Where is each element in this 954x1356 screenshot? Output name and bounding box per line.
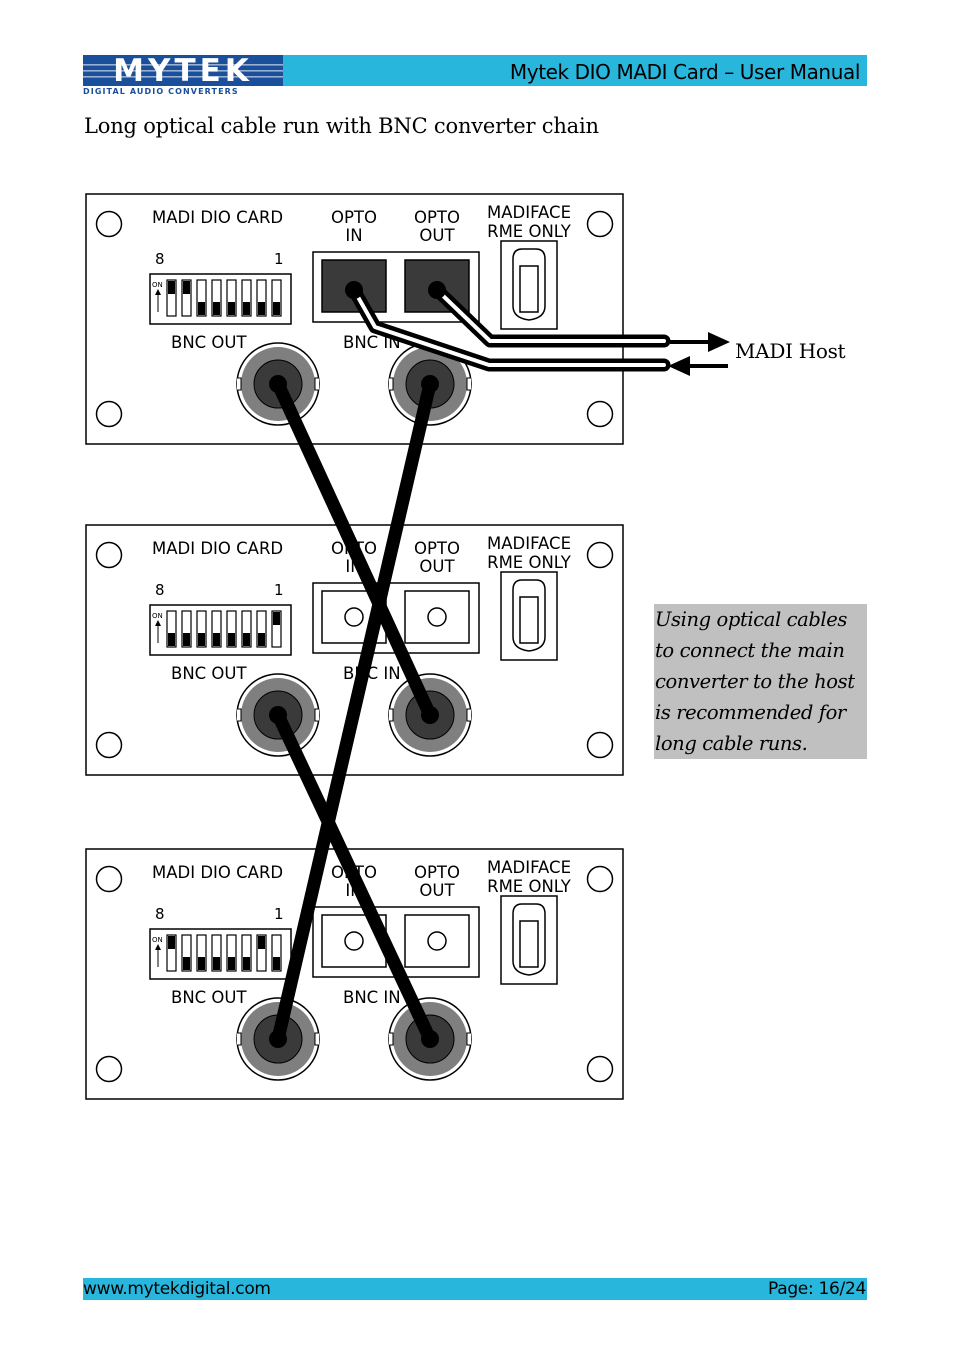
dip-left-label: 8 — [155, 905, 165, 923]
madiface-label: MADIFACE — [487, 534, 571, 553]
bnc-out-label: BNC OUT — [171, 333, 247, 352]
madi-card-3: MADI DIO CARD OPTO IN OPTO OUT MADIFACE … — [85, 848, 624, 1100]
madi-card-1: MADI DIO CARD OPTO IN OPTO OUT MADIFACE … — [85, 193, 624, 445]
opto-in-label: OPTO — [331, 208, 377, 227]
opto-out-label-2: OUT — [419, 881, 455, 900]
opto-out-label: OPTO — [414, 208, 460, 227]
dip-right-label: 1 — [274, 581, 284, 599]
host-arrows-icon — [668, 332, 730, 376]
opto-out-label-2: OUT — [419, 557, 455, 576]
optical-cables — [345, 281, 671, 372]
footer-bar — [83, 1278, 867, 1300]
mytek-logo: MYTEK — [83, 55, 283, 97]
bnc-out-label: BNC OUT — [171, 988, 247, 1007]
bnc-in-label: BNC IN — [343, 988, 401, 1007]
opto-out-label-2: OUT — [419, 226, 455, 245]
madiface-label: MADIFACE — [487, 858, 571, 877]
madi-host-label: MADI Host — [735, 339, 846, 363]
bnc-cables — [271, 377, 437, 1046]
logo-subtitle: DIGITAL AUDIO CONVERTERS — [83, 87, 239, 96]
note-text: Using optical cables to connect the main… — [655, 608, 855, 755]
dip-on-label: ON — [152, 612, 163, 620]
rme-only-label: RME ONLY — [487, 877, 572, 896]
dip-left-label: 8 — [155, 581, 165, 599]
dip-on-label: ON — [152, 281, 163, 289]
bnc-out-label: BNC OUT — [171, 664, 247, 683]
dip-right-label: 1 — [274, 250, 284, 268]
rme-only-label: RME ONLY — [487, 553, 572, 572]
dip-switches — [168, 281, 280, 315]
dip-switches — [168, 936, 280, 970]
card-title: MADI DIO CARD — [152, 539, 283, 558]
dip-on-label: ON — [152, 936, 163, 944]
opto-out-label: OPTO — [414, 539, 460, 558]
bnc-in-label: BNC IN — [343, 664, 401, 683]
bnc-in-label: BNC IN — [343, 333, 401, 352]
rme-only-label: RME ONLY — [487, 222, 572, 241]
footer-page-number: Page: 16/24 — [768, 1279, 866, 1299]
page-title: Mytek DIO MADI Card – User Manual — [509, 60, 860, 84]
dip-right-label: 1 — [274, 905, 284, 923]
note-box — [654, 604, 867, 759]
section-heading: Long optical cable run with BNC converte… — [84, 114, 599, 138]
madiface-label: MADIFACE — [487, 203, 571, 222]
bnc-plugs — [269, 375, 439, 1048]
card-title: MADI DIO CARD — [152, 208, 283, 227]
card-title: MADI DIO CARD — [152, 863, 283, 882]
opto-in-label-2: IN — [345, 226, 362, 245]
footer-url[interactable]: www.mytekdigital.com — [83, 1279, 271, 1299]
opto-out-label: OPTO — [414, 863, 460, 882]
dip-left-label: 8 — [155, 250, 165, 268]
dip-switches — [168, 612, 280, 646]
